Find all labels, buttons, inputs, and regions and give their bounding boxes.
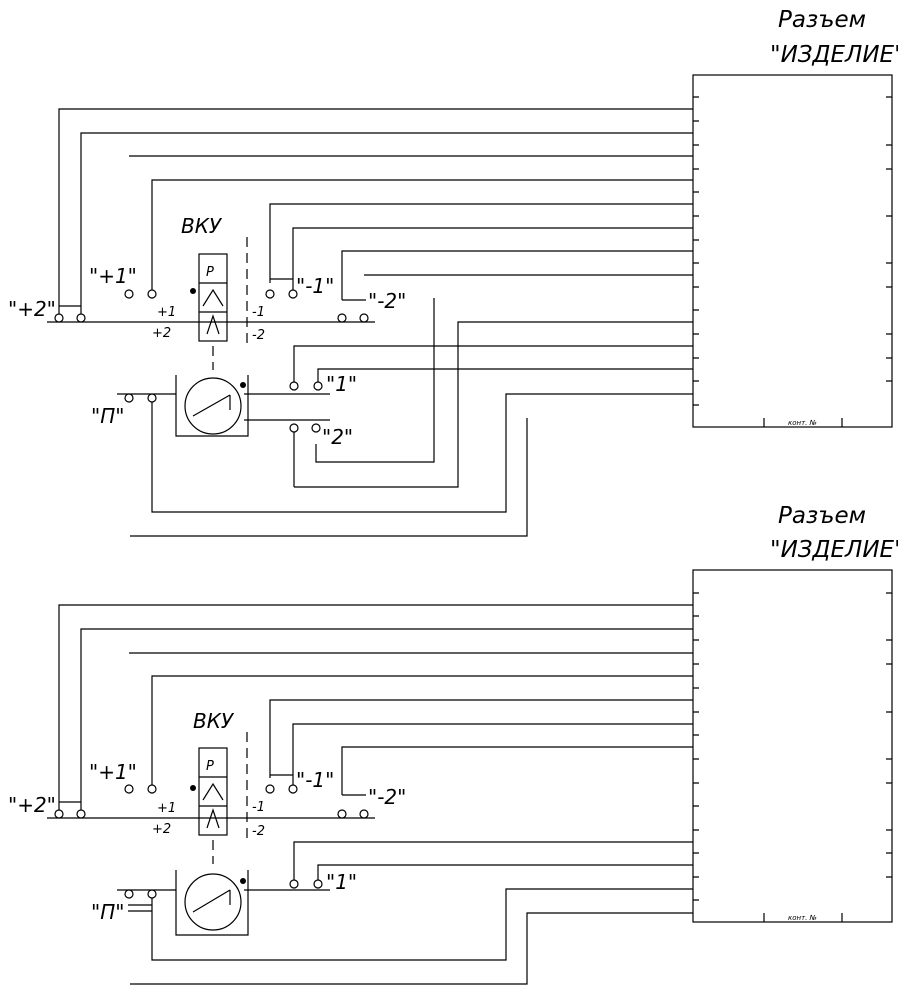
bottom-connector-title-line2: "ИЗДЕЛИЕ" xyxy=(770,537,898,563)
top-vku-valve-symbol xyxy=(198,253,228,342)
bottom-connector-title-line1: Разъем xyxy=(778,503,866,529)
top-terminal-label-plus1: "+1" xyxy=(89,264,137,288)
top-pin-minus2: -2 xyxy=(252,328,265,343)
top-pin-plus2: +2 xyxy=(152,326,171,341)
top-pressure-switch-symbol xyxy=(175,375,249,437)
top-terminal-label-p: "П" xyxy=(91,404,124,428)
top-terminal-label-minus2: "-2" xyxy=(368,289,406,313)
bottom-vku-label: ВКУ xyxy=(193,709,235,733)
top-schematic: Разъем "ИЗДЕЛИЕ" конт. № xyxy=(8,7,898,537)
bottom-terminal-bridges xyxy=(59,774,366,912)
bottom-terminal-label-p: "П" xyxy=(91,900,124,924)
top-terminal-bridges xyxy=(59,278,366,307)
bottom-pin-plus2: +2 xyxy=(152,822,171,837)
bottom-connector-pin-ticks xyxy=(693,592,892,922)
bottom-connector-wires xyxy=(58,604,693,985)
top-connector-title-line2: "ИЗДЕЛИЕ" xyxy=(770,42,898,68)
bottom-connector-faint-text: конт. № xyxy=(788,914,817,922)
bottom-vku-valve-symbol xyxy=(198,747,228,836)
bottom-terminals xyxy=(54,784,369,899)
top-terminal-label-plus2: "+2" xyxy=(8,297,56,321)
bottom-terminal-label-plus2: "+2" xyxy=(8,793,56,817)
top-pin-minus1: -1 xyxy=(252,305,265,320)
bottom-schematic: Разъем "ИЗДЕЛИЕ" конт. № xyxy=(8,503,898,985)
bottom-pin-plus1: +1 xyxy=(157,801,176,816)
top-valve-dot xyxy=(190,288,196,294)
bottom-pressure-switch-symbol xyxy=(175,870,249,936)
bottom-vku-dashed-link xyxy=(212,732,248,864)
bottom-terminal-label-plus1: "+1" xyxy=(89,760,137,784)
top-terminal-label-minus1: "-1" xyxy=(296,274,334,298)
top-terminals xyxy=(54,289,369,433)
top-terminal-label-1: "1" xyxy=(326,372,357,396)
top-connector-block xyxy=(692,74,893,428)
bottom-pin-minus1: -1 xyxy=(252,800,265,815)
bottom-valve-dot xyxy=(190,785,196,791)
bottom-connector-block xyxy=(692,569,893,923)
top-terminal-label-2: "2" xyxy=(322,425,353,449)
top-pin-plus1: +1 xyxy=(157,305,176,320)
top-connector-title-line1: Разъем xyxy=(778,7,866,33)
top-connector-pin-ticks xyxy=(693,96,892,427)
top-switch-dot xyxy=(240,382,246,388)
top-vku-label: ВКУ xyxy=(181,214,223,238)
top-connector-wires xyxy=(58,108,693,537)
top-connector-faint-text: конт. № xyxy=(788,419,817,427)
bottom-terminal-label-1: "1" xyxy=(326,870,357,894)
bottom-valve-letter: Р xyxy=(206,759,214,774)
bottom-switch-dot xyxy=(240,878,246,884)
bottom-pin-minus2: -2 xyxy=(252,824,265,839)
top-valve-letter: Р xyxy=(206,265,214,280)
bottom-terminal-label-minus2: "-2" xyxy=(368,785,406,809)
bottom-terminal-label-minus1: "-1" xyxy=(296,768,334,792)
top-vku-dashed-link xyxy=(212,237,248,370)
